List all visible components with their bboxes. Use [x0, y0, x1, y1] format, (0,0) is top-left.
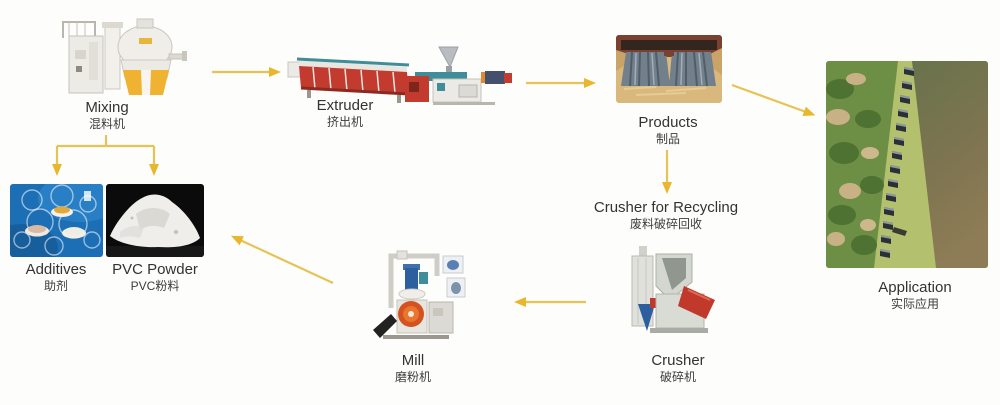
extruder-label: Extruder 挤出机: [285, 98, 405, 128]
pvc-powder-label-zh: PVC粉料: [130, 278, 180, 293]
application-photo: [826, 61, 988, 268]
products-label-en: Products: [638, 114, 698, 131]
crusher-machine-image: [626, 242, 722, 346]
mill-machine-image: [367, 250, 473, 346]
crusher-label-en: Crusher: [651, 352, 705, 369]
additives-label-en: Additives: [25, 261, 87, 278]
extruder-label-zh: 挤出机: [326, 114, 363, 129]
pvc-powder-photo: [106, 184, 204, 257]
products-label: Products 制品: [608, 115, 728, 145]
crusher-label: Crusher 破碎机: [618, 353, 738, 383]
application-label: Application 实际应用: [845, 280, 985, 310]
mill-label-en: Mill: [401, 352, 425, 369]
mixing-label: Mixing 混料机: [47, 100, 167, 130]
mixing-label-en: Mixing: [85, 99, 129, 116]
extruder-label-en: Extruder: [316, 97, 374, 114]
mixing-machine-image: [55, 16, 187, 98]
arrow-products-to-application: [731, 83, 816, 117]
application-label-zh: 实际应用: [890, 296, 939, 311]
mill-label: Mill 磨粉机: [353, 353, 473, 383]
application-label-en: Application: [878, 279, 952, 296]
arrow-mill-to-pvc-powder: [230, 235, 334, 284]
additives-label-zh: 助剂: [43, 278, 68, 293]
products-photo: [616, 35, 722, 103]
crusher-for-recycling-label-en: Crusher for Recycling: [593, 199, 739, 216]
products-label-zh: 制品: [655, 131, 680, 146]
additives-label: Additives 助剂: [0, 262, 112, 292]
extruder-machine-image: [287, 45, 514, 107]
mill-label-zh: 磨粉机: [394, 369, 431, 384]
additives-photo: [10, 184, 103, 257]
crusher-for-recycling-label-zh: 废料破碎回收: [629, 216, 702, 231]
crusher-label-zh: 破碎机: [659, 369, 696, 384]
mixing-label-zh: 混料机: [88, 116, 125, 131]
crusher-for-recycling-label: Crusher for Recycling 废料破碎回收: [566, 200, 766, 230]
pvc-powder-label: PVC Powder PVC粉料: [95, 262, 215, 292]
pvc-powder-label-en: PVC Powder: [112, 261, 198, 278]
